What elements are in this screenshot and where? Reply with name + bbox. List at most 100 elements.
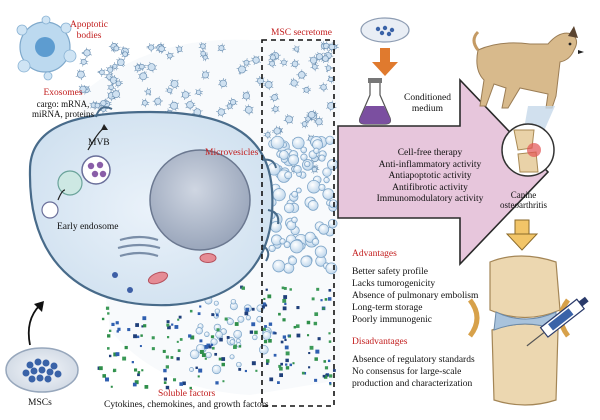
therapy-line: Immunomodulatory activity xyxy=(376,194,484,204)
microvesicle-particle xyxy=(213,300,219,306)
disadvantage-item: Absence of regulatory standards xyxy=(352,355,475,365)
microvesicle-particle xyxy=(189,367,194,373)
microvesicle-particle xyxy=(214,308,221,314)
orange-down-arrow xyxy=(372,48,398,76)
soluble-factor-particle xyxy=(113,352,118,357)
soluble-factor-particle xyxy=(296,333,301,338)
soluble-factor-particle xyxy=(282,298,287,303)
exosome-particle xyxy=(184,99,196,111)
soluble-factor-particle xyxy=(190,335,195,340)
soluble-factor-particle xyxy=(284,302,287,306)
soluble-factor-particle xyxy=(112,370,115,373)
advantage-item: Lacks tumorogenicity xyxy=(352,279,436,289)
exosomes-title: Exosomes xyxy=(43,88,83,98)
soluble-factor-particle xyxy=(167,325,171,330)
advantage-item: Absence of pulmonary embolism xyxy=(352,291,479,301)
microvesicle-particle xyxy=(229,354,235,360)
advantages-title: Advantages xyxy=(352,249,397,259)
exosome-particle xyxy=(116,57,126,68)
soluble-factor-particle xyxy=(323,360,327,363)
exosome-particle xyxy=(79,57,89,67)
soluble-factor-particle xyxy=(322,307,325,310)
soluble-factor-particle xyxy=(268,322,273,326)
soluble-factor-particle xyxy=(176,340,179,343)
conditioned-medium-flask xyxy=(358,78,392,125)
soluble-factor-particle xyxy=(282,318,286,322)
therapy-arrow xyxy=(337,78,550,266)
soluble-factor-particle xyxy=(179,338,183,341)
soluble-factor-particle xyxy=(226,336,230,339)
soluble-factor-particle xyxy=(313,321,318,326)
exosome-particle xyxy=(241,90,251,102)
soluble-factor-particle xyxy=(222,380,225,383)
microvesicle-particle xyxy=(287,154,300,166)
microvesicle-particle xyxy=(325,262,338,275)
yellow-down-arrow xyxy=(505,219,539,251)
soluble-factor-particle xyxy=(277,381,280,385)
soluble-factor-particle xyxy=(201,353,206,358)
mitochondrion xyxy=(199,253,217,263)
exosome-particle xyxy=(217,43,226,53)
exosome-particle xyxy=(310,62,320,72)
soluble-factor-particle xyxy=(199,350,204,354)
soluble-factor-particle xyxy=(308,352,311,355)
exosome-particle xyxy=(75,69,87,81)
soluble-factor-particle xyxy=(151,347,155,351)
soluble-factor-particle xyxy=(282,306,287,311)
exosome-particle xyxy=(146,43,156,53)
soluble-factor-particle xyxy=(204,344,209,349)
soluble-factor-particle xyxy=(122,356,127,361)
exosome-particle xyxy=(175,44,183,54)
soluble-factor-particle xyxy=(115,352,120,357)
soluble-factor-particle xyxy=(265,304,268,307)
soluble-factor-particle xyxy=(234,344,237,348)
soluble-factor-particle xyxy=(199,305,202,308)
exosome-particle xyxy=(144,87,152,96)
microvesicle-particle xyxy=(278,150,289,160)
soluble-factors-title: Soluble factors xyxy=(158,389,216,399)
soluble-factor-particle xyxy=(188,334,192,338)
exosome-particle xyxy=(201,69,210,80)
soluble-factor-particle xyxy=(142,316,147,321)
exosome-particle xyxy=(243,104,254,116)
soluble-factor-particle xyxy=(324,366,329,370)
soluble-factor-particle xyxy=(296,306,300,310)
soluble-factor-particle xyxy=(263,339,268,344)
soluble-factor-particle xyxy=(124,345,128,350)
exosome-particle xyxy=(320,53,331,64)
soluble-factor-particle xyxy=(280,362,283,366)
soluble-factor-particle xyxy=(218,357,222,361)
soluble-factor-particle xyxy=(295,324,300,328)
golgi xyxy=(117,235,161,258)
soluble-factor-particle xyxy=(327,297,332,301)
soluble-factor-particle xyxy=(224,317,228,321)
soluble-factor-particle xyxy=(179,382,184,386)
early-endosome xyxy=(41,201,59,219)
soluble-factor-particle xyxy=(134,380,139,385)
exosome-particle xyxy=(292,45,300,54)
soluble-factor-particle xyxy=(166,320,170,324)
microvesicle-particle xyxy=(189,349,200,360)
microvesicle-particle xyxy=(318,223,330,235)
soluble-factor-particle xyxy=(287,334,290,337)
microvesicle-particle xyxy=(323,176,330,184)
soluble-factor-particle xyxy=(251,307,255,311)
secretome-dish xyxy=(360,17,410,43)
microvesicle-particle xyxy=(215,330,223,339)
exosome-particle xyxy=(157,43,167,54)
mvb-label: MVB xyxy=(88,138,110,148)
microvesicle-particle xyxy=(195,327,203,335)
soluble-factor-particle xyxy=(251,361,256,366)
soluble-factor-particle xyxy=(163,368,167,373)
soluble-factor-particle xyxy=(107,312,110,315)
soluble-factor-particle xyxy=(265,359,270,363)
apoptotic-body-image xyxy=(16,15,77,81)
early-endosome-label: Early endosome xyxy=(57,222,119,232)
exosome-particle xyxy=(290,59,300,69)
soluble-factor-particle xyxy=(301,371,305,375)
exosome-particle xyxy=(199,49,208,59)
soluble-factor-particle xyxy=(131,361,134,364)
soluble-factor-particle xyxy=(322,374,326,378)
soluble-factor-particle xyxy=(177,318,180,321)
